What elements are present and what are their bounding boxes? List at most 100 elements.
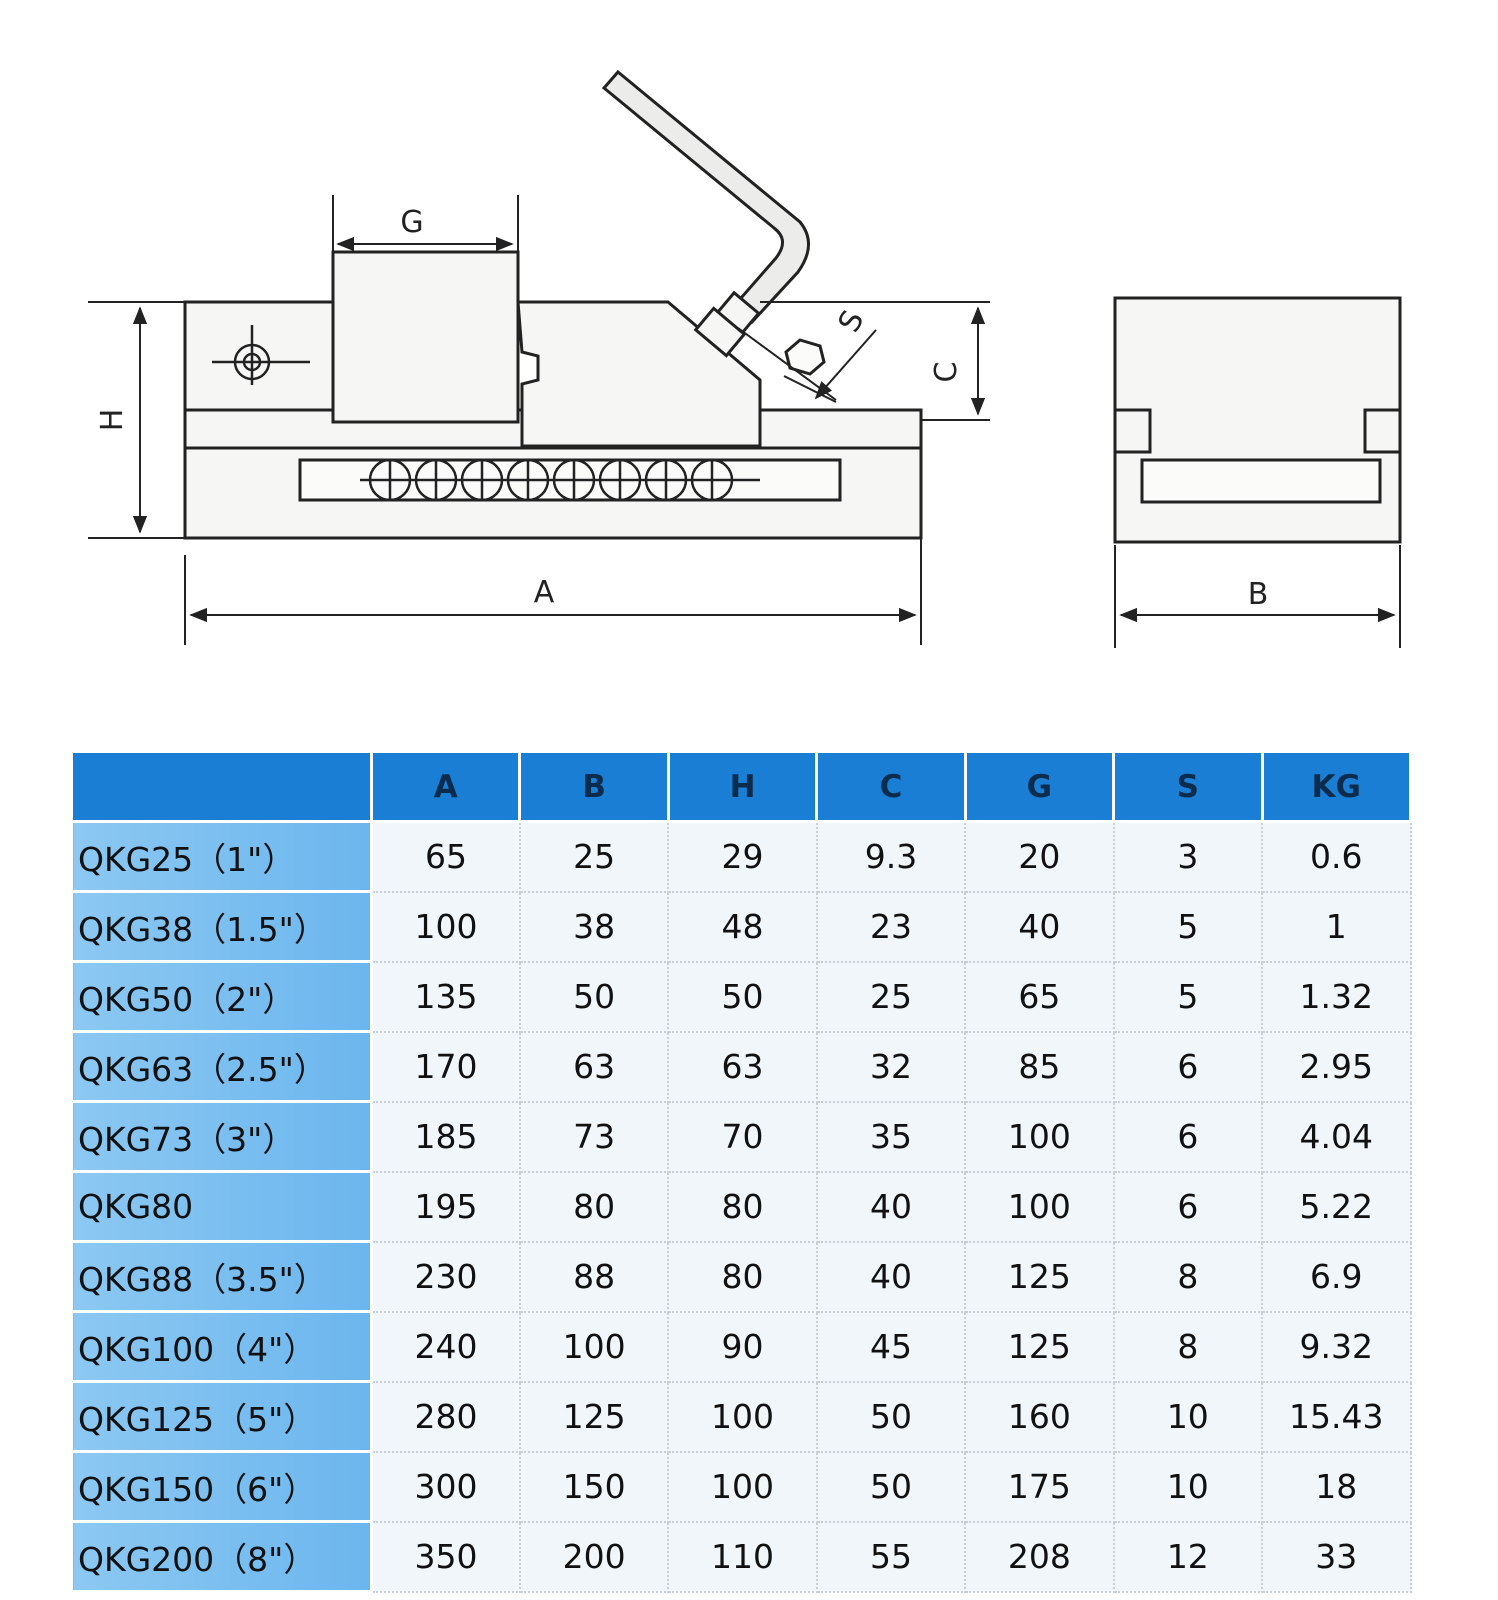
- hex-nut: [784, 338, 826, 376]
- row-value-cell: 12: [1112, 1520, 1264, 1593]
- row-value-cell: 100: [518, 1310, 670, 1383]
- row-value-cell: 63: [667, 1030, 818, 1103]
- row-value-cell: 48: [667, 890, 818, 963]
- row-value-cell: 40: [964, 890, 1115, 963]
- row-value-cell: 63: [518, 1030, 670, 1103]
- label-b: B: [1248, 577, 1269, 612]
- row-value-cell: 100: [964, 1100, 1115, 1173]
- row-value-cell: 65: [370, 820, 521, 893]
- row-value-cell: 5: [1112, 890, 1264, 963]
- row-value-cell: 88: [518, 1240, 670, 1313]
- row-model-cell: QKG150（6"）: [70, 1450, 373, 1523]
- row-value-cell: 20: [964, 820, 1115, 893]
- row-value-cell: 50: [518, 960, 670, 1033]
- row-value-cell: 110: [667, 1520, 818, 1593]
- row-value-cell: 2.95: [1261, 1030, 1412, 1103]
- row-value-cell: 70: [667, 1100, 818, 1173]
- row-value-cell: 185: [370, 1100, 521, 1173]
- fixed-jaw: [331, 250, 520, 424]
- row-value-cell: 40: [815, 1240, 967, 1313]
- row-value-cell: 1.32: [1261, 960, 1412, 1033]
- row-model-cell: QKG80: [70, 1170, 373, 1243]
- row-value-cell: 65: [964, 960, 1115, 1033]
- bolt-symbol: [212, 325, 310, 385]
- row-value-cell: 5: [1112, 960, 1264, 1033]
- row-value-cell: 100: [370, 890, 521, 963]
- row-value-cell: 33: [1261, 1520, 1412, 1593]
- row-value-cell: 100: [667, 1380, 818, 1453]
- row-value-cell: 23: [815, 890, 967, 963]
- row-model-cell: QKG25（1"）: [70, 820, 373, 893]
- row-value-cell: 25: [815, 960, 967, 1033]
- row-value-cell: 6: [1112, 1100, 1264, 1173]
- row-value-cell: 50: [667, 960, 818, 1033]
- header-kg: KG: [1260, 750, 1413, 823]
- row-value-cell: 9.3: [815, 820, 967, 893]
- row-value-cell: 1: [1261, 890, 1412, 963]
- row-value-cell: 90: [667, 1310, 818, 1383]
- row-value-cell: 15.43: [1261, 1380, 1412, 1453]
- row-value-cell: 125: [518, 1380, 670, 1453]
- row-value-cell: 18: [1261, 1450, 1412, 1523]
- row-value-cell: 50: [815, 1380, 967, 1453]
- label-g: G: [400, 205, 423, 240]
- row-value-cell: 240: [370, 1310, 521, 1383]
- row-value-cell: 80: [667, 1240, 818, 1313]
- header-s: S: [1112, 750, 1264, 823]
- row-value-cell: 170: [370, 1030, 521, 1103]
- row-value-cell: 230: [370, 1240, 521, 1313]
- row-value-cell: 80: [667, 1170, 818, 1243]
- label-s: S: [832, 305, 872, 338]
- row-value-cell: 175: [964, 1450, 1115, 1523]
- header-h: H: [666, 750, 819, 823]
- row-model-cell: QKG73（3"）: [70, 1100, 373, 1173]
- header-g: G: [963, 750, 1116, 823]
- row-value-cell: 85: [964, 1030, 1115, 1103]
- row-value-cell: 10: [1112, 1450, 1264, 1523]
- row-value-cell: 0.6: [1261, 820, 1412, 893]
- row-model-cell: QKG125（5"）: [70, 1380, 373, 1453]
- header-c: C: [815, 750, 967, 823]
- row-value-cell: 6: [1112, 1030, 1264, 1103]
- row-value-cell: 208: [964, 1520, 1115, 1593]
- vise-handle: [601, 69, 810, 325]
- row-value-cell: 200: [518, 1520, 670, 1593]
- label-c: C: [929, 362, 964, 383]
- row-value-cell: 150: [518, 1450, 670, 1523]
- row-value-cell: 50: [815, 1450, 967, 1523]
- row-value-cell: 100: [964, 1170, 1115, 1243]
- row-value-cell: 80: [518, 1170, 670, 1243]
- row-value-cell: 9.32: [1261, 1310, 1412, 1383]
- label-a: A: [534, 575, 555, 610]
- vise-technical-drawing: G S C H A B: [88, 69, 1402, 648]
- row-model-cell: QKG50（2"）: [70, 960, 373, 1033]
- row-value-cell: 25: [518, 820, 670, 893]
- row-value-cell: 40: [815, 1170, 967, 1243]
- row-value-cell: 73: [518, 1100, 670, 1173]
- row-value-cell: 195: [370, 1170, 521, 1243]
- table-header-row: A B H C G S KG: [70, 750, 1413, 823]
- row-model-cell: QKG38（1.5"）: [70, 890, 373, 963]
- row-value-cell: 125: [964, 1240, 1115, 1313]
- end-view-body: [1113, 296, 1402, 544]
- row-value-cell: 8: [1112, 1240, 1264, 1313]
- row-value-cell: 35: [815, 1100, 967, 1173]
- roller-row: [360, 458, 760, 502]
- row-value-cell: 350: [370, 1520, 521, 1593]
- header-a: A: [369, 750, 522, 823]
- row-value-cell: 280: [370, 1380, 521, 1453]
- row-value-cell: 29: [667, 820, 818, 893]
- row-value-cell: 8: [1112, 1310, 1264, 1383]
- label-h: H: [95, 409, 130, 432]
- row-value-cell: 6: [1112, 1170, 1264, 1243]
- row-value-cell: 100: [667, 1450, 818, 1523]
